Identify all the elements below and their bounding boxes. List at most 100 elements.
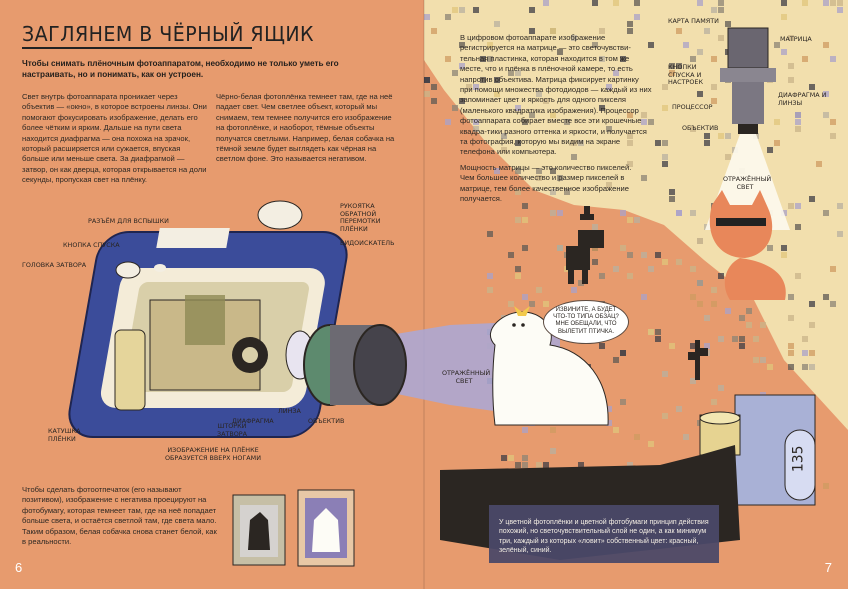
pixel-square	[641, 175, 647, 181]
pixel-square	[788, 343, 794, 349]
pixel-square	[781, 252, 787, 258]
pixel-square	[662, 140, 668, 146]
pixel-square	[536, 287, 542, 293]
pixel-square	[578, 140, 584, 146]
pixel-square	[564, 189, 570, 195]
pixel-square	[711, 399, 717, 405]
pixel-square	[613, 70, 619, 76]
pixel-square	[788, 315, 794, 321]
pixel-square	[627, 462, 633, 468]
white-dog-illustration	[489, 306, 609, 426]
pixel-square	[627, 252, 633, 258]
pixel-square	[501, 133, 507, 139]
pixel-square	[690, 294, 696, 300]
pixel-square	[802, 336, 808, 342]
color-film-paragraph: У цветной фотоплёнки и цветной фотобумаг…	[499, 519, 709, 554]
pixel-square	[452, 105, 458, 111]
pixel-square	[536, 175, 542, 181]
pixel-square	[606, 126, 612, 132]
page-number-right: 7	[824, 560, 832, 575]
pixel-square	[739, 343, 745, 349]
pixel-square	[557, 49, 563, 55]
pixel-square	[620, 350, 626, 356]
pixel-square	[550, 189, 556, 195]
pixel-square	[543, 0, 549, 6]
pixel-square	[669, 343, 675, 349]
pixel-square	[515, 168, 521, 174]
book-spine	[423, 0, 425, 589]
pixel-square	[501, 455, 507, 461]
pixel-square	[571, 140, 577, 146]
pixel-square	[823, 483, 829, 489]
pixel-square	[648, 329, 654, 335]
dino-illustration	[566, 206, 604, 284]
pixel-square	[781, 0, 787, 6]
pixel-square	[809, 364, 815, 370]
pixel-square	[704, 133, 710, 139]
pixel-square	[774, 119, 780, 125]
pixel-square	[795, 112, 801, 118]
pixel-square	[424, 91, 430, 97]
pixel-square	[634, 434, 640, 440]
pixel-square	[508, 301, 514, 307]
pixel-square	[515, 140, 521, 146]
pixel-square	[788, 294, 794, 300]
pixel-square	[473, 119, 479, 125]
pixel-square	[487, 273, 493, 279]
pixel-square	[557, 175, 563, 181]
pixel-square	[480, 77, 486, 83]
pixel-square	[543, 301, 549, 307]
negative-paragraph: Чёрно-белая фотоплёнка темнеет там, где …	[216, 92, 395, 164]
pixel-square	[781, 245, 787, 251]
lens-barrel	[303, 324, 407, 406]
pixel-square	[620, 399, 626, 405]
pixel-square	[620, 210, 626, 216]
label-viewfinder: ВИДОИСКАТЕЛЬ	[340, 239, 395, 247]
pixel-square	[459, 98, 465, 104]
pixel-square	[550, 28, 556, 34]
pixel-square	[697, 280, 703, 286]
pixel-square	[774, 42, 780, 48]
pixel-square	[627, 112, 633, 118]
pixel-square	[767, 147, 773, 153]
pixel-square	[543, 98, 549, 104]
pixel-square	[662, 161, 668, 167]
pixel-square	[704, 28, 710, 34]
pixel-square	[431, 84, 437, 90]
pixel-square	[788, 77, 794, 83]
pixel-square	[641, 112, 647, 118]
pixel-square	[550, 427, 556, 433]
pixel-square	[781, 210, 787, 216]
pixel-square	[459, 63, 465, 69]
pixel-square	[767, 364, 773, 370]
label-memory-card: КАРТА ПАМЯТИ	[668, 17, 719, 25]
pixel-square	[592, 0, 598, 6]
pixel-square	[452, 70, 458, 76]
film-camera	[68, 200, 348, 438]
pixel-square	[487, 56, 493, 62]
pixel-square	[571, 35, 577, 41]
pixel-square	[522, 245, 528, 251]
pixel-square	[718, 35, 724, 41]
pixel-square	[725, 154, 731, 160]
pixel-square	[676, 259, 682, 265]
pixel-square	[655, 329, 661, 335]
speech-bubble	[543, 300, 629, 344]
pixel-square	[501, 147, 507, 153]
pixel-square	[711, 56, 717, 62]
pixel-square	[515, 273, 521, 279]
pixel-square	[627, 28, 633, 34]
pixel-square	[473, 84, 479, 90]
pixel-square	[823, 42, 829, 48]
pixel-square	[837, 203, 843, 209]
pixel-square	[802, 364, 808, 370]
film-canister	[699, 394, 816, 506]
pixel-square	[690, 343, 696, 349]
lens-paragraph: Свет внутрь фотоаппарата проникает через…	[22, 92, 207, 185]
pixel-square	[529, 112, 535, 118]
pixel-square	[802, 56, 808, 62]
cactus-icon	[688, 340, 708, 380]
pixel-square	[690, 210, 696, 216]
speech-bubble-text: ИЗВИНИТЕ, А БУДЕТ ЧТО-ТО ТИПА ОБЗАЦ? МНЕ…	[553, 307, 619, 335]
label-rewind: РУКОЯТКА ОБРАТНОЙ ПЕРЕМОТКИ ПЛЁНКИ	[340, 202, 381, 233]
